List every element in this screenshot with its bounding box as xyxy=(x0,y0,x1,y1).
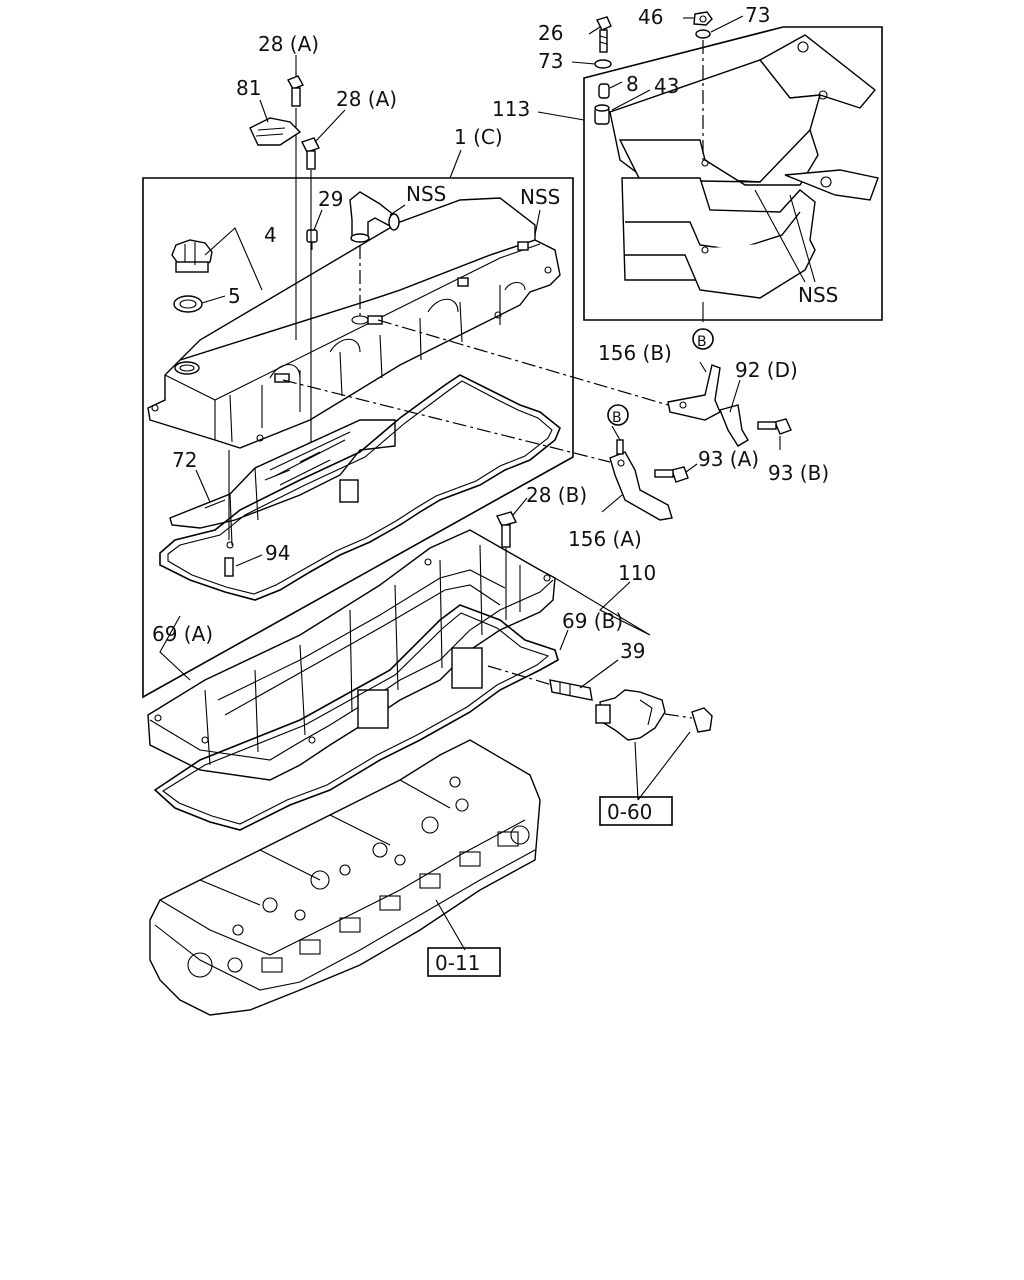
callout-93a: 93 (A) xyxy=(698,447,759,471)
bolt-28b xyxy=(495,511,518,548)
callout-29: 29 xyxy=(318,187,343,211)
bolt-28a-top xyxy=(287,75,304,107)
callout-72: 72 xyxy=(172,448,197,472)
cover-group-frame xyxy=(142,177,574,699)
callout-156a: 156 (A) xyxy=(568,527,642,551)
callout-94: 94 xyxy=(265,541,290,565)
callout-81: 81 xyxy=(236,76,261,100)
callout-92d: 92 (D) xyxy=(735,358,798,382)
breather-elbow-nss xyxy=(349,191,400,243)
callout-156b: 156 (B) xyxy=(598,341,672,365)
bolt-93a xyxy=(654,466,689,483)
callout-5: 5 xyxy=(228,284,241,308)
pin-b-left xyxy=(616,439,624,455)
grommet-43 xyxy=(594,104,610,125)
actuator-assembly xyxy=(595,689,713,741)
callout-46: 46 xyxy=(638,5,663,29)
leader-lines xyxy=(159,15,781,951)
callout-4: 4 xyxy=(264,223,277,247)
washer-73-left xyxy=(594,59,612,69)
gasket-69a xyxy=(159,374,561,601)
circle-b-marker-left xyxy=(607,404,629,426)
callout-113: 113 xyxy=(492,97,530,121)
bolt-28a-mid xyxy=(301,137,320,170)
stud-39 xyxy=(549,679,593,701)
callout-39: 39 xyxy=(620,639,645,663)
callout-nss-cover: NSS xyxy=(520,185,560,209)
baffle-plate-72 xyxy=(169,419,396,549)
rocker-cover-1c xyxy=(147,197,561,449)
circle-b-label-left: B xyxy=(612,410,622,426)
callout-28a-mid: 28 (A) xyxy=(336,87,397,111)
circle-b-marker-top xyxy=(692,328,714,350)
callout-28a-top: 28 (A) xyxy=(258,32,319,56)
stud-29 xyxy=(306,229,318,250)
heat-shield-group-frame xyxy=(583,26,883,321)
callout-69a: 69 (A) xyxy=(152,622,213,646)
callout-73-top: 73 xyxy=(745,3,770,27)
cylinder-head xyxy=(149,739,541,1016)
port-row xyxy=(261,831,519,973)
bolt-26 xyxy=(596,16,612,53)
callout-110: 110 xyxy=(618,561,656,585)
circle-b-label-top: B xyxy=(697,334,707,350)
ref-label-0-11: 0-11 xyxy=(435,951,480,975)
callout-1c: 1 (C) xyxy=(454,125,503,149)
callout-26: 26 xyxy=(538,21,563,45)
seal-ring-5 xyxy=(173,295,203,313)
ref-label-0-60: 0-60 xyxy=(607,800,652,824)
bolt-93b xyxy=(757,418,792,435)
callout-nss-shield: NSS xyxy=(798,283,838,307)
heat-shield-113 xyxy=(609,34,879,299)
callout-93b: 93 (B) xyxy=(768,461,829,485)
callout-73-left: 73 xyxy=(538,49,563,73)
ref-box-0-60 xyxy=(599,796,673,826)
washer-73-top xyxy=(695,29,711,39)
callout-28b: 28 (B) xyxy=(526,483,587,507)
bracket-156a xyxy=(609,451,673,521)
ref-box-0-11 xyxy=(427,947,501,977)
callout-69b: 69 (B) xyxy=(562,609,623,633)
nut-46 xyxy=(693,11,713,26)
cam-carrier-110 xyxy=(147,529,556,781)
bracket-156b xyxy=(667,364,721,421)
spacer-8 xyxy=(598,83,610,99)
stud-94 xyxy=(224,557,234,577)
callout-43: 43 xyxy=(654,74,679,98)
bracket-92d xyxy=(719,404,749,447)
callout-nss-breather: NSS xyxy=(406,182,446,206)
callout-8: 8 xyxy=(626,72,639,96)
oil-filler-cap-4 xyxy=(171,239,213,273)
harness-clip-81 xyxy=(249,117,302,146)
